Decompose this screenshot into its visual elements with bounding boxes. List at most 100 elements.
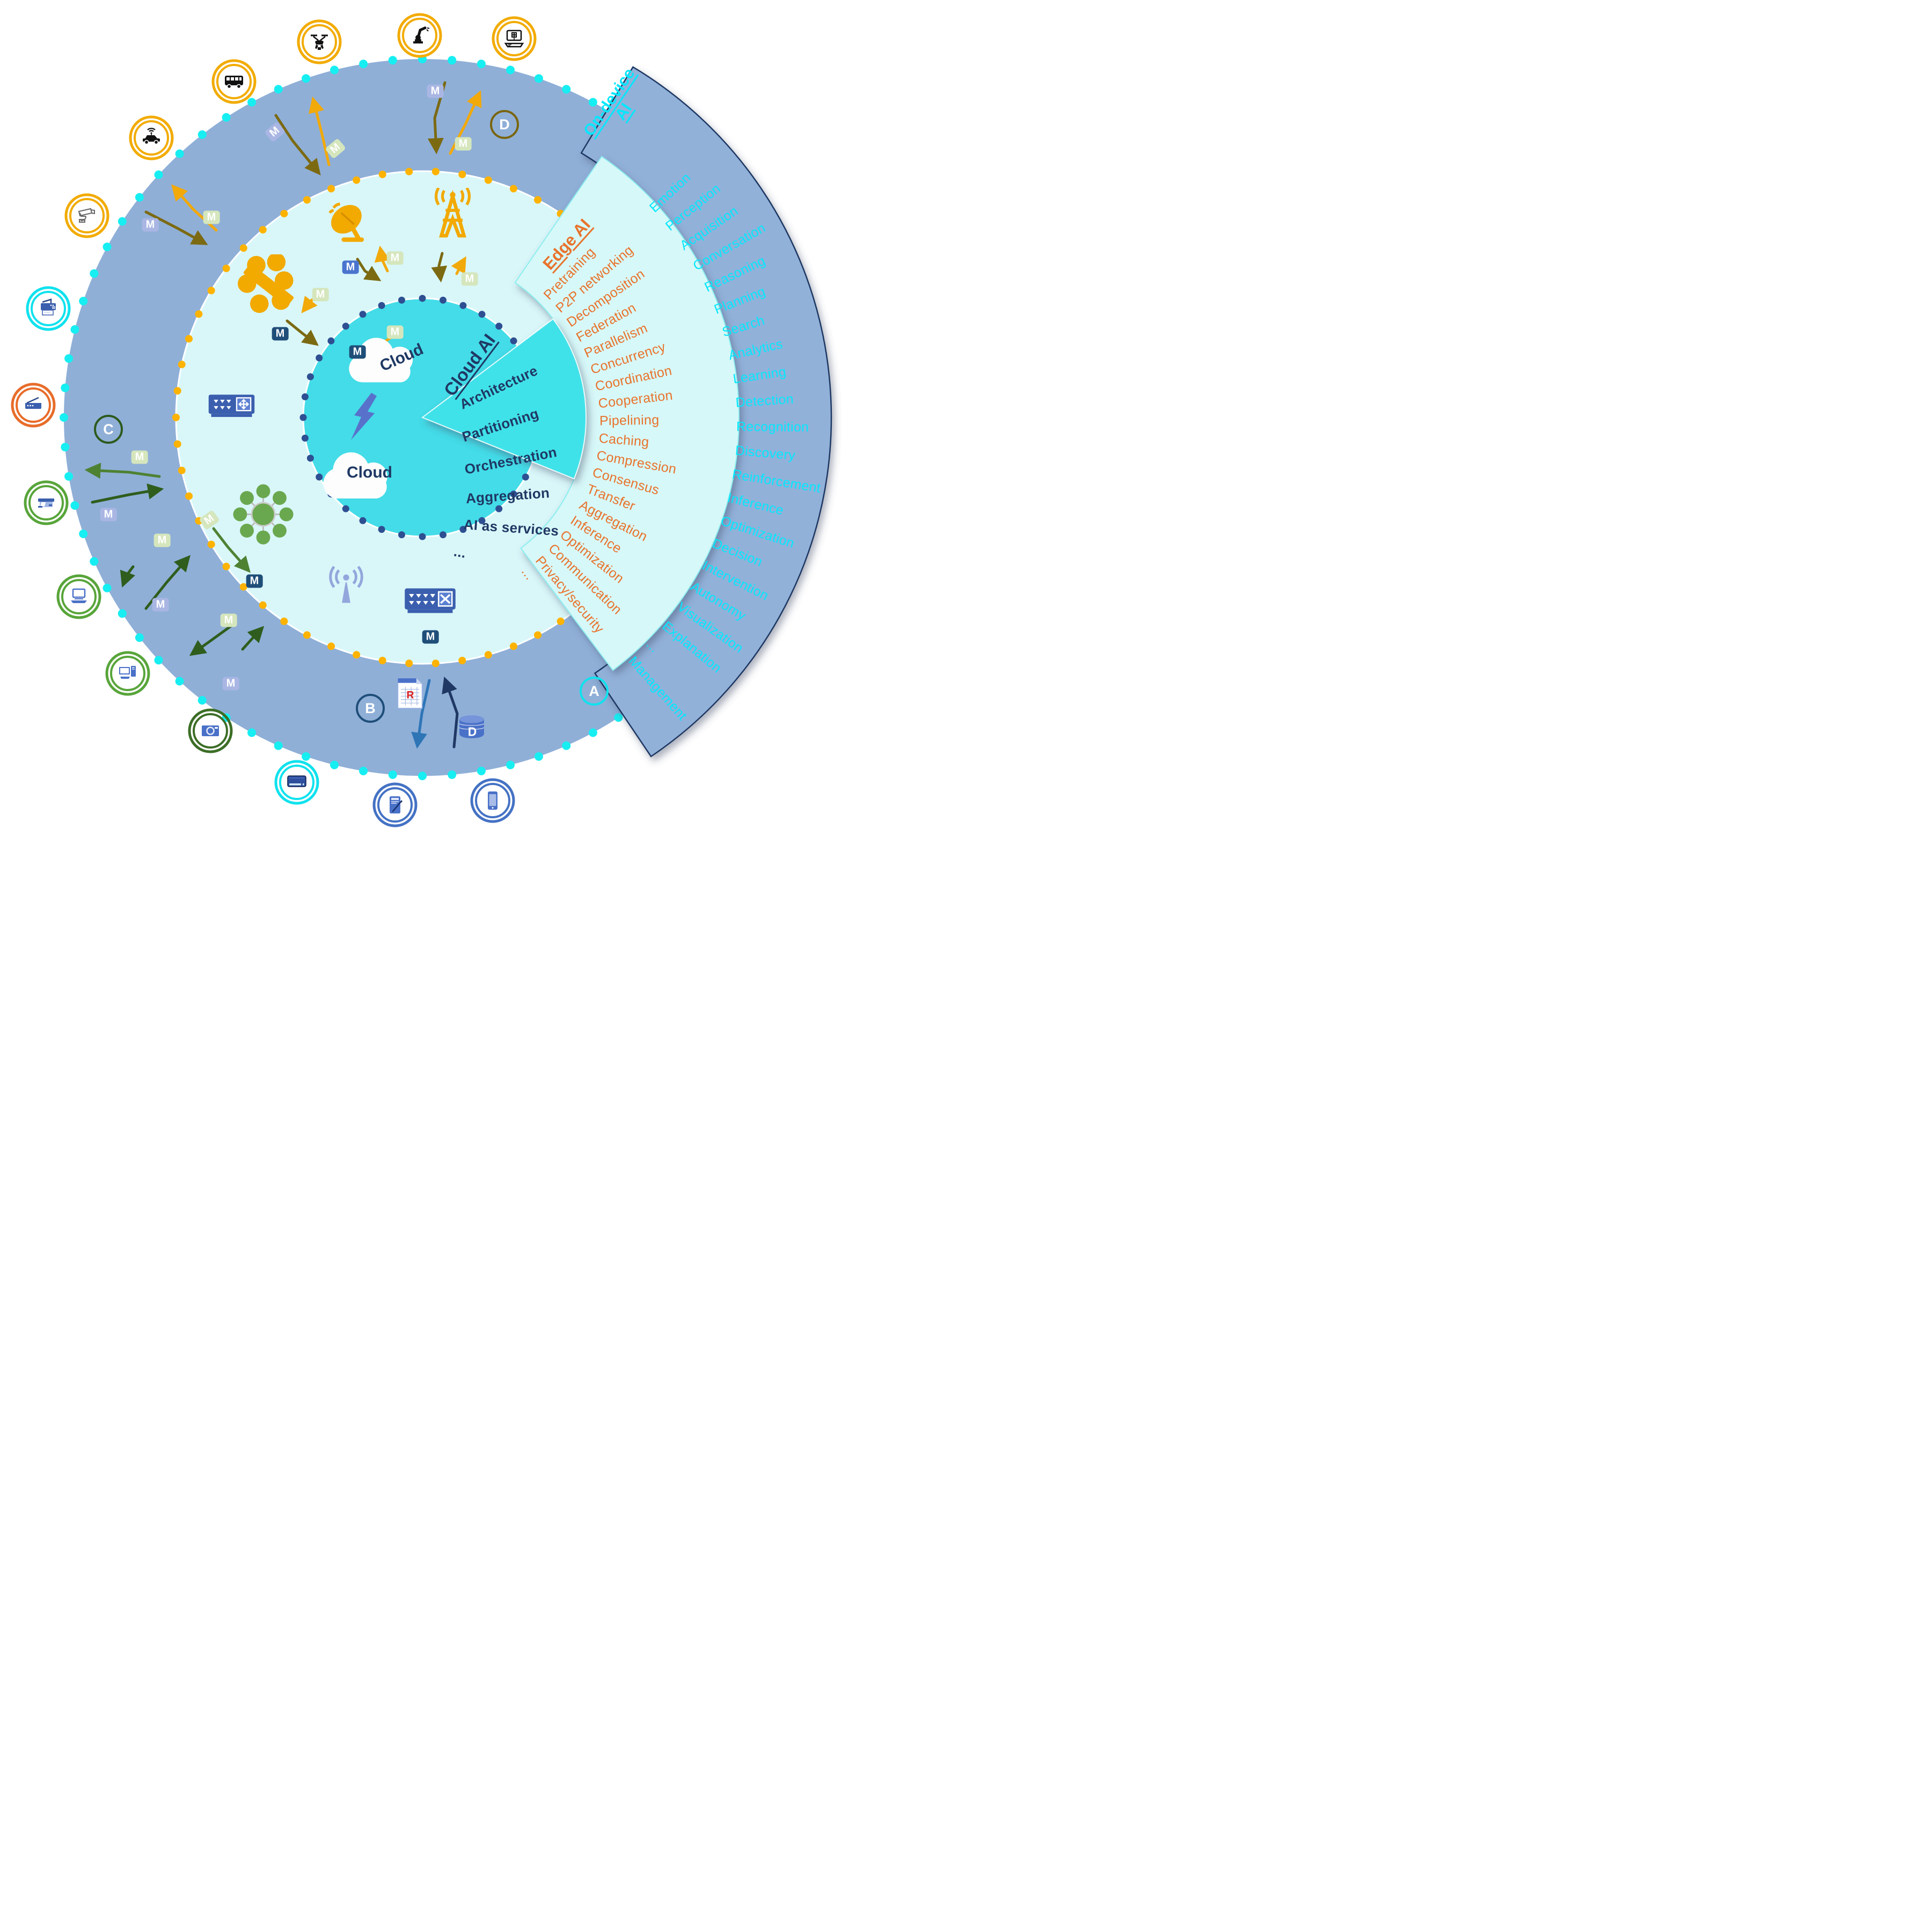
flow-arrow: [451, 256, 466, 275]
device-robot-arm: [397, 13, 442, 61]
flow-arrow: [84, 463, 161, 479]
model-marker: M: [386, 325, 404, 339]
model-marker: M: [153, 533, 171, 547]
flow-arrow: [374, 245, 391, 273]
device-laptop: [56, 574, 101, 622]
flow-arrow: [411, 679, 431, 749]
bead-cluster-icon: [237, 252, 294, 313]
edge-ai-item: Cooperation: [597, 387, 674, 412]
cloud-ai-sector: [421, 318, 587, 480]
flow-arrow: [309, 96, 331, 166]
lightning-icon: [351, 393, 377, 440]
mesh-cluster-icon: [232, 483, 294, 545]
scanner-icon: [11, 383, 56, 428]
database-icon: D: [459, 715, 485, 739]
model-marker: M: [199, 509, 220, 531]
flow-arrow: [212, 527, 251, 573]
flow-arrow: [286, 319, 319, 346]
cctv-icon: [64, 193, 109, 238]
svg-text:R: R: [407, 690, 414, 701]
drone-icon: [297, 19, 342, 64]
infra-cell-tower: [425, 187, 481, 247]
report-icon: R: [397, 678, 423, 712]
flow-arrow: [274, 114, 321, 175]
bus-icon: [211, 59, 257, 104]
on-device-ai-item: Management: [625, 653, 690, 723]
model-marker: M: [264, 121, 286, 143]
model-marker: M: [455, 137, 472, 151]
device-drone: [297, 19, 342, 67]
on-device-ai-item: ...: [643, 636, 662, 656]
on-device-ai-item: Inference: [726, 490, 786, 518]
device-tablet: [372, 782, 418, 830]
device-desktop: [105, 651, 150, 699]
on-device-ai-item: Analytics: [727, 336, 785, 363]
device-printer: [26, 286, 71, 334]
cloud-label: Cloud: [347, 464, 392, 481]
medical-laptop-icon: [492, 16, 537, 61]
model-marker: M: [461, 272, 478, 286]
infra-satellite-dish: [325, 200, 376, 254]
infra-router: [206, 379, 257, 433]
car-icon: [129, 115, 174, 160]
device-medical-laptop: [492, 16, 537, 64]
label-circle-C: C: [94, 415, 123, 444]
model-marker: M: [142, 218, 159, 232]
infra-bead-cluster: [237, 252, 299, 319]
flow-arrow: [189, 625, 232, 656]
on-device-ai-item: Planning: [712, 283, 768, 318]
model-marker: M: [325, 138, 346, 159]
on-device-ai-item: Discovery: [734, 443, 796, 463]
device-scanner: [11, 383, 56, 430]
flow-arrow: [356, 258, 382, 281]
model-marker: M: [100, 508, 117, 522]
flow-arrow: [241, 626, 265, 651]
infra-switch: [402, 571, 458, 630]
antenna-icon: [329, 566, 363, 603]
model-marker: M: [427, 84, 444, 98]
edge-ai-item: Pipelining: [599, 412, 660, 429]
label-circle-A: A: [580, 677, 609, 706]
tablet-icon: [372, 782, 418, 827]
label-circle-B: B: [356, 694, 385, 723]
model-marker: M: [349, 345, 366, 359]
on-device-ai-item: Detection: [735, 391, 794, 410]
phone-icon: [470, 778, 515, 823]
cloud-shape-bottom: Cloud: [305, 436, 434, 505]
flow-arrow: [91, 483, 164, 504]
cloud-ai-item: ...: [452, 543, 467, 561]
device-camera: [188, 708, 233, 756]
svg-text:D: D: [468, 725, 477, 739]
desktop-icon: [105, 651, 150, 696]
cloud-ai-item: Partitioning: [460, 405, 541, 445]
model-marker: M: [246, 574, 263, 588]
cloud-ai-item: AI as services: [463, 516, 560, 539]
satellite-dish-icon: [328, 202, 364, 242]
fax-icon: [24, 480, 69, 525]
robot-arm-icon: [397, 13, 442, 58]
flow-arrow: [144, 210, 208, 245]
flow-arrow: [442, 676, 459, 749]
label-circle-D: D: [490, 110, 519, 139]
router-icon: [208, 394, 254, 417]
infra-antenna: [322, 562, 370, 613]
model-marker: M: [131, 450, 148, 464]
model-marker: M: [342, 260, 359, 274]
on-device-ai-item: Learning: [731, 364, 787, 387]
device-phone: [470, 778, 515, 826]
model-marker: M: [203, 210, 220, 224]
on-device-ai-item: Recognition: [736, 419, 809, 435]
report-icon: R: [397, 678, 423, 709]
model-marker: M: [386, 251, 404, 265]
device-car: [129, 115, 174, 163]
cell-tower-icon: [434, 187, 471, 238]
laptop-icon: [56, 574, 101, 619]
on-device-ai-item: Search: [720, 312, 767, 340]
infra-mesh-cluster: [232, 483, 294, 548]
model-marker: M: [152, 598, 169, 612]
cloud-ai-item: Aggregation: [465, 485, 551, 507]
cloud-icon: [323, 452, 387, 498]
